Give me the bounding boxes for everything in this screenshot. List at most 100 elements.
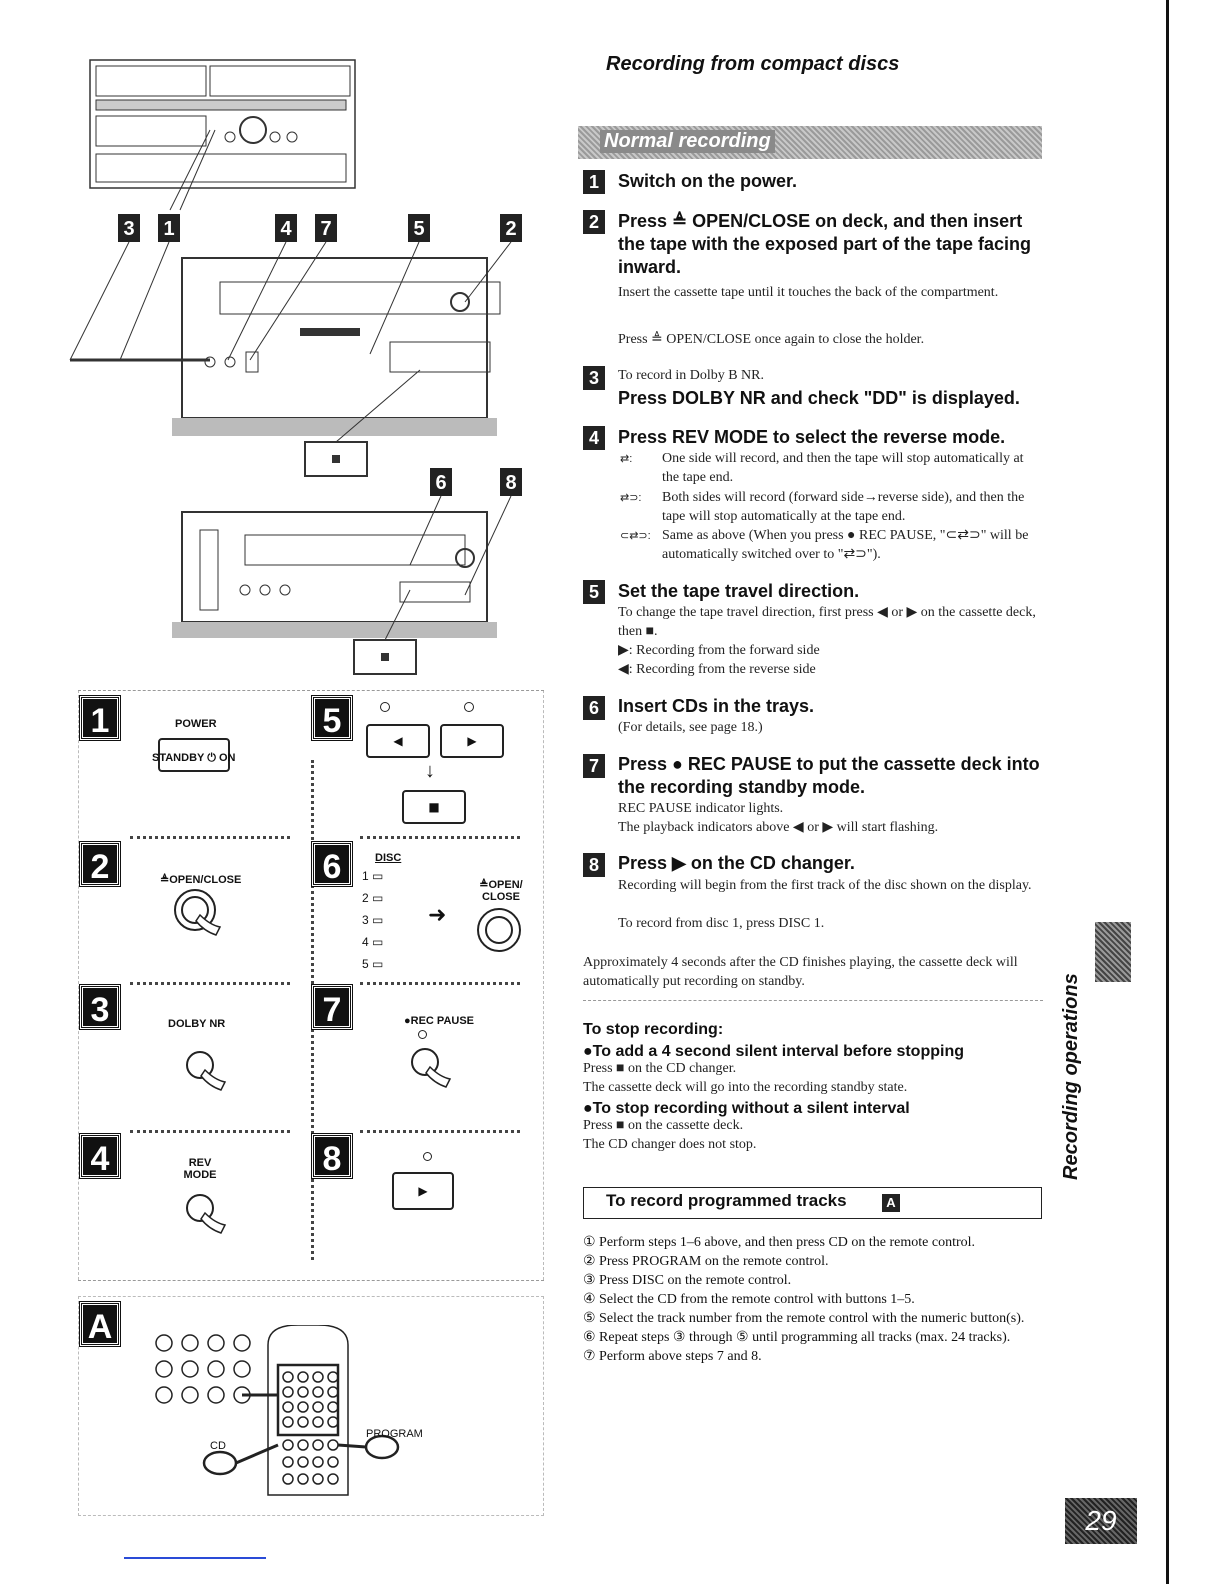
disc-tray-4[interactable]: 4 ▭ bbox=[362, 935, 384, 949]
step-5-body-2: ▶: Recording from the forward side bbox=[618, 643, 820, 658]
page-number: 29 bbox=[1065, 1498, 1137, 1544]
rev-mode-button-icon[interactable] bbox=[180, 1188, 235, 1243]
section-banner-text: Normal recording bbox=[600, 130, 775, 153]
callout-5: 5 bbox=[408, 214, 430, 242]
step-6-number: 6 bbox=[583, 696, 605, 720]
panel-5-number: 5 bbox=[311, 695, 353, 741]
open-close-button-icon[interactable] bbox=[170, 885, 230, 945]
panel-a-number: A bbox=[79, 1301, 121, 1347]
program-label: PROGRAM bbox=[366, 1428, 423, 1440]
dolby-nr-button-icon[interactable] bbox=[180, 1045, 235, 1100]
panel-8-number: 8 bbox=[311, 1133, 353, 1179]
step-7-number: 7 bbox=[583, 754, 605, 778]
list-item: ① Perform steps 1–6 above, and then pres… bbox=[583, 1235, 976, 1250]
disc-tray-1[interactable]: 1 ▭ bbox=[362, 869, 384, 883]
panel-1-number: 1 bbox=[79, 695, 121, 741]
step-7-title: Press ● REC PAUSE to put the cassette de… bbox=[618, 754, 1040, 797]
right-arrow-icon: ➜ bbox=[428, 902, 447, 927]
stop-button[interactable]: ■ bbox=[402, 790, 466, 824]
list-item: ② Press PROGRAM on the remote control. bbox=[583, 1254, 829, 1269]
disc-label: DISC bbox=[375, 852, 402, 864]
down-arrow-icon: ↓ bbox=[425, 760, 435, 782]
step-2-body-1: Insert the cassette tape until it touche… bbox=[618, 285, 999, 300]
programmed-heading-box: To record programmed tracks A bbox=[583, 1187, 1042, 1219]
svg-text:4: 4 bbox=[280, 218, 292, 240]
remote-control-illustration bbox=[155, 1325, 400, 1496]
step-6-body-1: (For details, see page 18.) bbox=[618, 720, 763, 735]
dolby-nr-label: DOLBY NR bbox=[168, 1018, 226, 1030]
callout-4: 4 bbox=[275, 214, 297, 242]
list-item: ③ Press DISC on the remote control. bbox=[583, 1273, 792, 1288]
stop-sub1: ●To add a 4 second silent interval befor… bbox=[583, 1043, 964, 1060]
step-4-body-3: Same as above (When you press ● REC PAUS… bbox=[662, 528, 1029, 562]
step-5-body-1: To change the tape travel direction, fir… bbox=[618, 605, 1036, 639]
page-edge-rule bbox=[1166, 0, 1169, 1584]
callout-8: 8 bbox=[500, 468, 522, 496]
continuous-mode-icon: ⊂⇄⊃: bbox=[620, 530, 651, 542]
step-7-body-2: The playback indicators above ◀ or ▶ wil… bbox=[618, 820, 939, 835]
forward-play-button[interactable]: ▶ bbox=[440, 724, 504, 758]
stop-heading: To stop recording: bbox=[583, 1021, 724, 1038]
disc-tray-3[interactable]: 3 ▭ bbox=[362, 913, 384, 927]
step-8-title: Press ▶ on the CD changer. bbox=[618, 853, 855, 873]
indicator-right bbox=[464, 702, 474, 712]
standby-label: STANDBY ⏻ ON bbox=[152, 752, 236, 764]
panel-2-number: 2 bbox=[79, 841, 121, 887]
rec-pause-label: ●REC PAUSE bbox=[404, 1015, 475, 1027]
side-section-label: Recording operations bbox=[1060, 973, 1082, 1180]
step-4-body-2: Both sides will record (forward side→rev… bbox=[662, 490, 1025, 524]
list-item: ⑤ Select the track number from the remot… bbox=[583, 1311, 1025, 1326]
rec-pause-button-icon[interactable] bbox=[405, 1042, 460, 1097]
step-2-number: 2 bbox=[583, 210, 605, 234]
callout-1: 1 bbox=[158, 214, 180, 242]
stereo-system-diagram: 3 1 4 7 5 2 6 8 bbox=[69, 59, 522, 675]
step-1-number: 1 bbox=[583, 170, 605, 194]
step-8-number: 8 bbox=[583, 853, 605, 877]
section-side-tab bbox=[1095, 922, 1131, 982]
power-button[interactable] bbox=[158, 738, 230, 772]
step-2-title: Press ≜ OPEN/CLOSE on deck, and then ins… bbox=[618, 211, 1032, 277]
disc-tray-5[interactable]: 5 ▭ bbox=[362, 957, 384, 971]
step-1-title: Switch on the power. bbox=[618, 171, 798, 191]
step-4-body-1: One side will record, and then the tape … bbox=[662, 451, 1024, 485]
rev-mode-label: REV MODE bbox=[183, 1157, 217, 1181]
disc-tray-2[interactable]: 2 ▭ bbox=[362, 891, 384, 905]
svg-text:1: 1 bbox=[163, 218, 174, 240]
svg-text:3: 3 bbox=[123, 218, 134, 240]
step-4-title: Press REV MODE to select the reverse mod… bbox=[618, 427, 1006, 447]
rec-indicator bbox=[418, 1030, 427, 1039]
stop-sub1-body-2: The cassette deck will go into the recor… bbox=[583, 1080, 908, 1095]
callout-3: 3 bbox=[118, 214, 140, 242]
cd-open-close-button-icon[interactable] bbox=[474, 905, 524, 955]
list-item: ⑥ Repeat steps ③ through ⑤ until program… bbox=[583, 1330, 1011, 1345]
cd-play-button[interactable]: ▶ bbox=[392, 1172, 454, 1210]
link-underline bbox=[124, 1557, 266, 1559]
open-close-label: ≜OPEN/CLOSE bbox=[160, 874, 242, 886]
page-title: Recording from compact discs bbox=[606, 53, 900, 75]
one-side-mode-icon: ⇄: bbox=[620, 453, 633, 465]
cd-open-close-label: ≜OPEN/ CLOSE bbox=[479, 879, 523, 903]
step-5-number: 5 bbox=[583, 580, 605, 604]
svg-text:5: 5 bbox=[413, 218, 424, 240]
reverse-play-button[interactable]: ◀ bbox=[366, 724, 430, 758]
remote-panel bbox=[78, 1296, 544, 1516]
section-banner: Normal recording bbox=[578, 126, 1042, 159]
step-5-title: Set the tape travel direction. bbox=[618, 581, 860, 601]
stop-sub1-body-1: Press ■ on the CD changer. bbox=[583, 1061, 737, 1076]
panel-6-number: 6 bbox=[311, 841, 353, 887]
stop-sub2-body-2: The CD changer does not stop. bbox=[583, 1137, 757, 1152]
stop-sub2: ●To stop recording without a silent inte… bbox=[583, 1100, 910, 1117]
panel-4-number: 4 bbox=[79, 1133, 121, 1179]
programmed-steps-list: ① Perform steps 1–6 above, and then pres… bbox=[583, 1233, 1043, 1366]
power-label: POWER bbox=[175, 718, 217, 730]
list-item: ⑦ Perform above steps 7 and 8. bbox=[583, 1349, 762, 1364]
step-8-body-1: Recording will begin from the first trac… bbox=[618, 878, 1032, 893]
cd-label: CD bbox=[210, 1440, 226, 1452]
both-sides-mode-icon: ⇄⊃: bbox=[620, 492, 642, 504]
panel-7-number: 7 bbox=[311, 984, 353, 1030]
svg-text:6: 6 bbox=[435, 472, 446, 494]
step-3-pre: To record in Dolby B NR. bbox=[618, 368, 765, 383]
step-8-body-2: To record from disc 1, press DISC 1. bbox=[618, 916, 825, 931]
approx-note: Approximately 4 seconds after the CD fin… bbox=[583, 955, 1018, 989]
step-5-body-3: ◀: Recording from the reverse side bbox=[618, 662, 816, 677]
